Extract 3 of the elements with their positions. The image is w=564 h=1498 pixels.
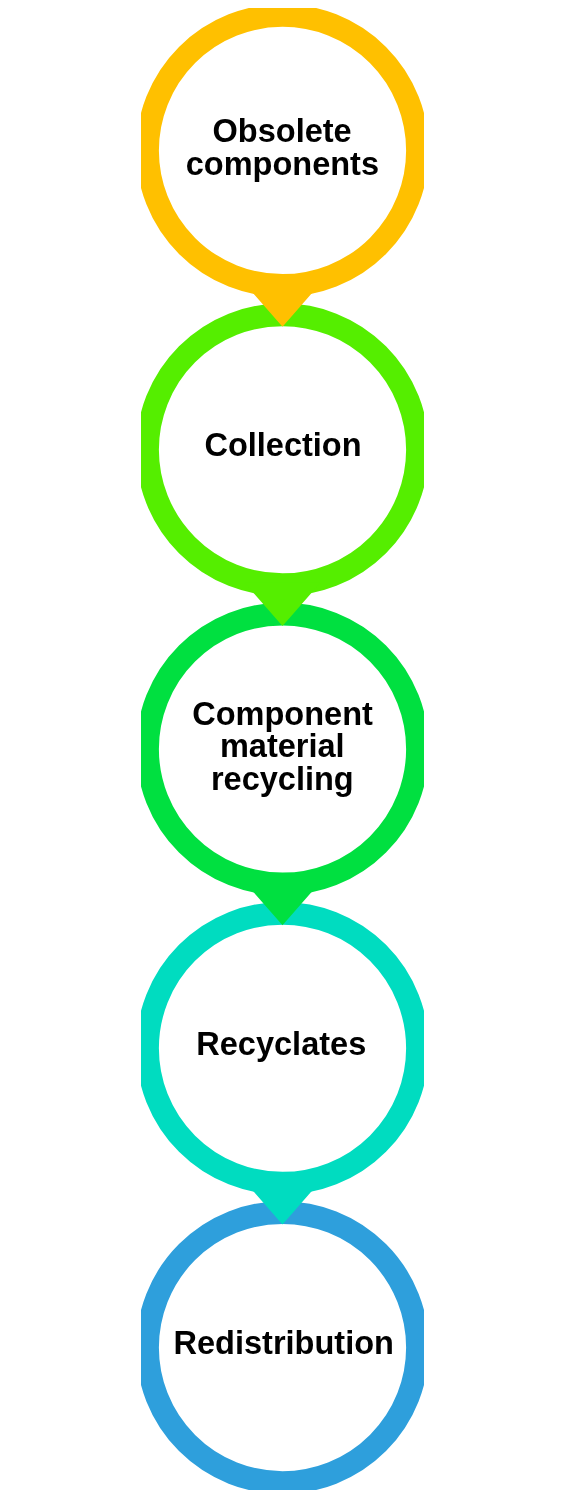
node-circle: Obsolete components [140,8,424,297]
node-circle: Recyclates [140,901,424,1195]
node-circle: Redistribution [140,1201,424,1490]
